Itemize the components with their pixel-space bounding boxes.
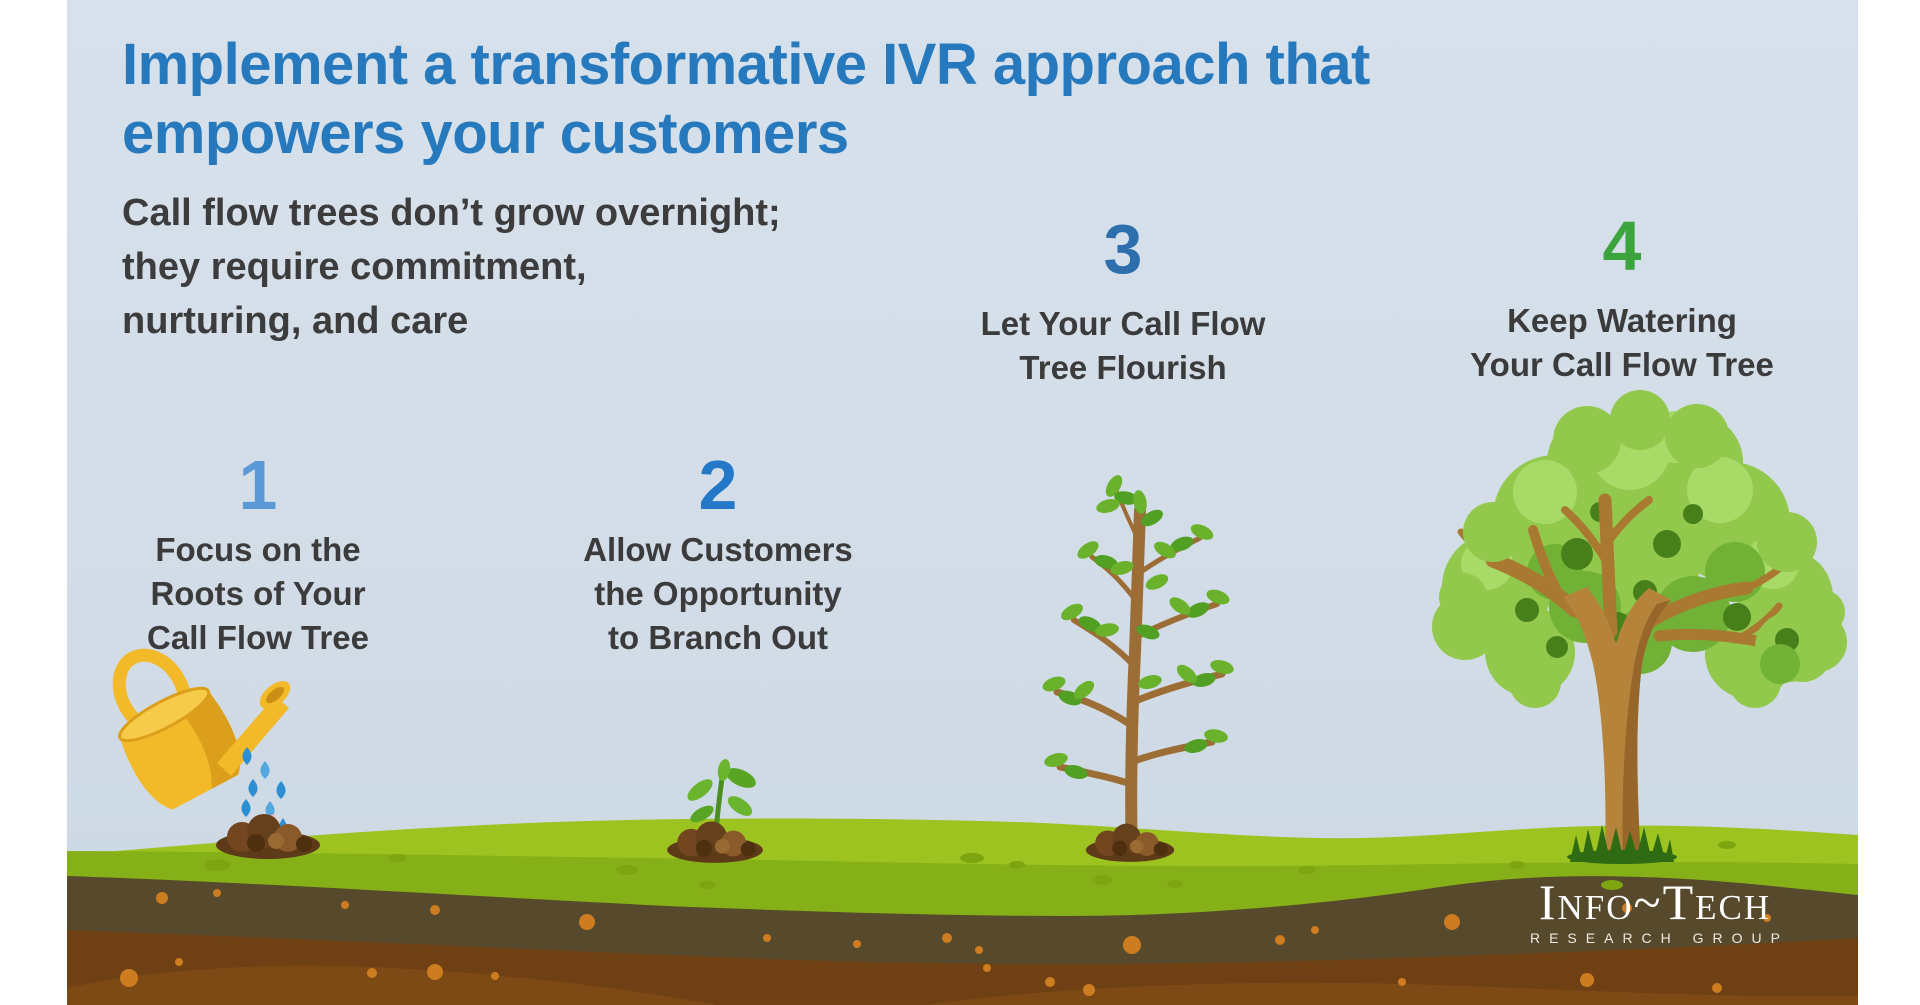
mature-tree-canopy-front [1439,390,1845,708]
step-1-label-line-3: Call Flow Tree [147,619,369,656]
step-3-label: Let Your Call Flow Tree Flourish [923,302,1323,390]
step-4: 4 Keep Watering Your Call Flow Tree [1422,209,1822,387]
page-subtitle: Call flow trees don’t grow overnight; th… [122,186,882,348]
grass-spots [204,841,1736,890]
seedling-illustration [667,759,763,863]
step-2-label-line-3: to Branch Out [608,619,828,656]
step-3-label-line-2: Tree Flourish [1019,349,1227,386]
watering-can [112,648,291,810]
step-4-label-line-1: Keep Watering [1507,302,1737,339]
step-4-label: Keep Watering Your Call Flow Tree [1422,299,1822,387]
soil-mound [667,821,763,863]
seedling-leaves [687,759,756,823]
step-2: 2 Allow Customers the Opportunity to Bra… [518,448,918,660]
ground-illustration [67,818,1858,1005]
mature-tree-illustration [1432,390,1847,864]
canopy-mid-spot [1760,644,1800,684]
soil-light-hills [67,965,1858,1005]
page-title: Implement a transformative IVR approach … [122,30,1622,168]
step-3: 3 Let Your Call Flow Tree Flourish [923,212,1323,390]
infotech-logo-subtext: RESEARCH GROUP [1529,930,1790,946]
young-tree-branches [1053,490,1226,860]
step-3-label-line-1: Let Your Call Flow [980,305,1266,342]
subtitle-line-2: they require commitment, [122,246,587,288]
step-1-number: 1 [238,446,278,524]
step-2-number: 2 [698,446,738,524]
step-1-label: Focus on the Roots of Your Call Flow Tre… [67,528,458,660]
watering-can-illustration [112,648,320,859]
infotech-logo: Info~Tech RESEARCH GROUP [1485,876,1825,946]
subtitle-line-3: nurturing, and care [122,300,469,342]
infotech-logo-name: Info~Tech [1538,874,1772,930]
base-grass-tuft [1567,825,1677,864]
soil-mound [216,814,320,859]
soil-dots [120,889,1771,996]
soil-mound [1085,823,1175,862]
step-2-label-line-1: Allow Customers [583,531,853,568]
step-2-label: Allow Customers the Opportunity to Branc… [518,528,918,660]
page-title-line-1: Implement a transformative IVR approach … [122,32,1370,97]
young-tree-illustration [1042,475,1234,862]
step-1: 1 Focus on the Roots of Your Call Flow T… [67,448,458,660]
page-title-line-2: empowers your customers [122,101,849,166]
step-2-label-line-2: the Opportunity [594,575,842,612]
step-3-number: 3 [1103,210,1143,288]
step-4-label-line-2: Your Call Flow Tree [1470,346,1774,383]
step-4-number: 4 [1602,207,1642,285]
step-1-label-line-1: Focus on the [155,531,361,568]
content-area: Implement a transformative IVR approach … [67,0,1858,1005]
young-tree-leaves [1042,475,1234,780]
subtitle-line-1: Call flow trees don’t grow overnight; [122,192,781,234]
step-1-label-line-2: Roots of Your [150,575,366,612]
